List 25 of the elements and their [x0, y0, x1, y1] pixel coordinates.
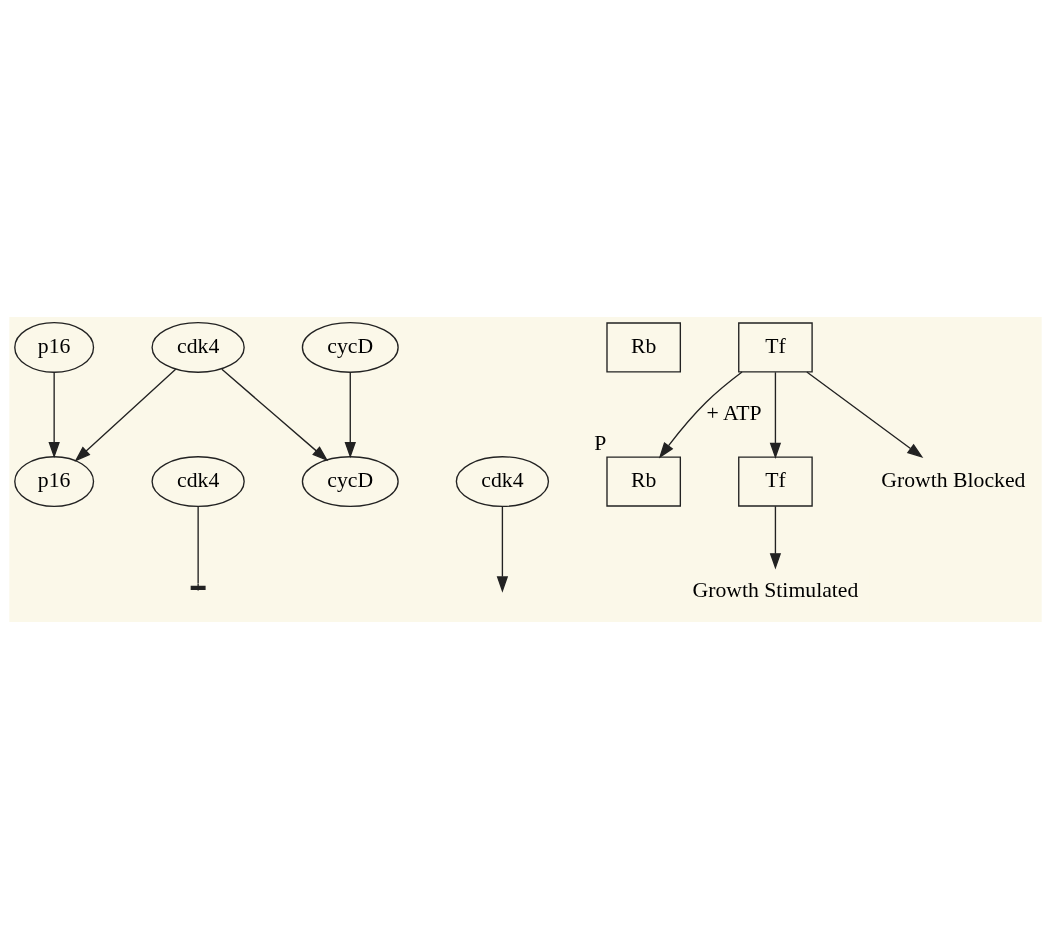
- node-box: Tf: [738, 456, 813, 507]
- arrow: [221, 368, 329, 462]
- node-box: Rb: [606, 456, 681, 507]
- node-text: Growth Stimulated: [692, 578, 859, 603]
- arrow: [769, 371, 782, 459]
- node-ellipse: cdk4: [151, 456, 245, 508]
- node-box: Tf: [738, 322, 813, 373]
- arrow: [496, 506, 509, 593]
- node-ellipse: p16: [14, 321, 95, 373]
- arrow: [74, 368, 177, 462]
- node-box: Rb: [606, 322, 681, 373]
- node-ellipse: p16: [14, 456, 95, 508]
- arrow: [769, 505, 782, 570]
- arrow: [658, 371, 743, 459]
- node-ellipse: cdk4: [455, 456, 550, 508]
- edge-label: + ATP: [706, 400, 762, 425]
- node-ellipse: cycD: [301, 456, 399, 508]
- arrow: [344, 372, 356, 459]
- node-ellipse: cdk4: [151, 321, 245, 373]
- connector: [197, 506, 199, 592]
- node-ellipse: cycD: [301, 321, 399, 373]
- arrow: [806, 371, 924, 459]
- node-label: P: [594, 431, 607, 456]
- arrow: [48, 372, 60, 459]
- node-text: Growth Blocked: [881, 467, 1026, 492]
